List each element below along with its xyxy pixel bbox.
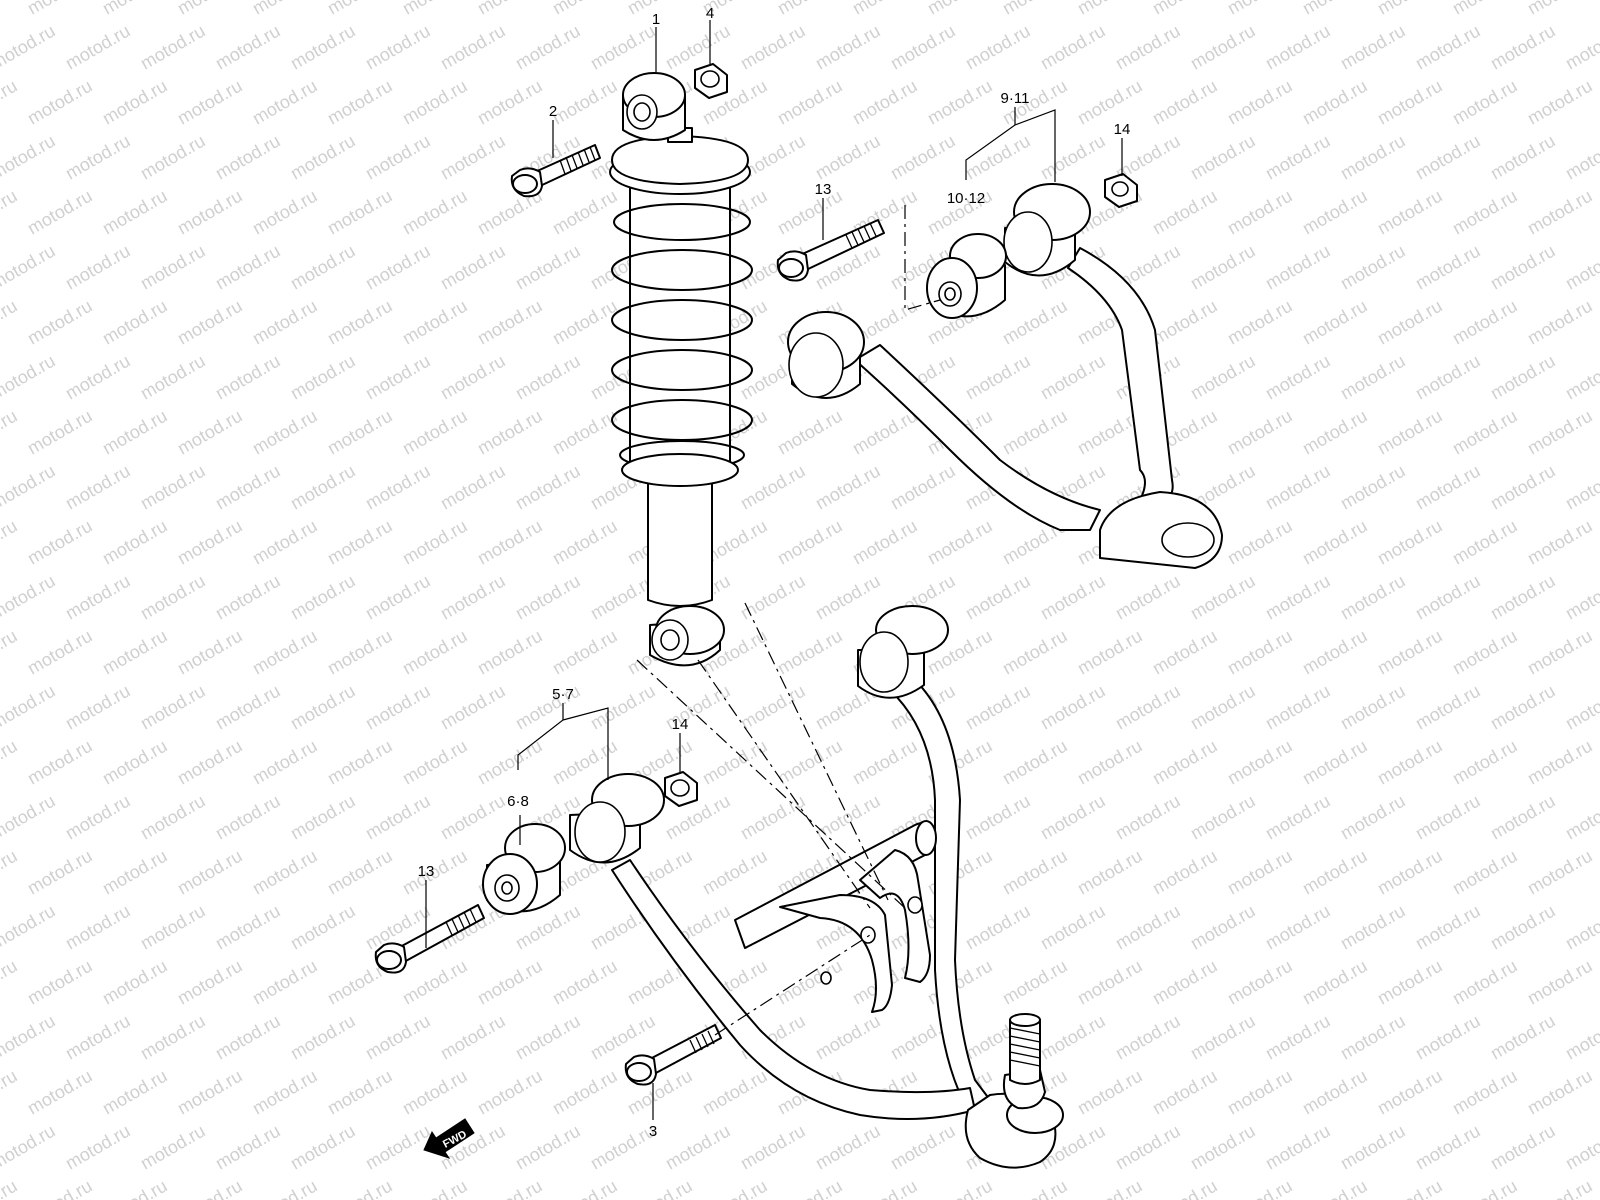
- upper-bushing-10-12[interactable]: [926, 233, 1007, 319]
- callout-labels: 1 4 2 9·11 14 13 10·12 5·7 14 6·8 13 3: [418, 5, 1131, 1140]
- upper-control-arm[interactable]: [787, 183, 1223, 569]
- lower-bushing-6-8[interactable]: [482, 823, 566, 915]
- bolt-13-lower[interactable]: [374, 904, 485, 974]
- upper-front-boss: [787, 311, 865, 399]
- callout-1: 1: [652, 11, 660, 28]
- callout-4: 4: [706, 5, 714, 22]
- callout-6-8: 6·8: [507, 793, 529, 810]
- nut-4[interactable]: [694, 63, 728, 99]
- upper-rear-boss: [1003, 183, 1091, 277]
- ball-joint: [964, 1013, 1064, 1169]
- bolt-3[interactable]: [624, 1024, 722, 1086]
- lower-front-boss: [569, 773, 665, 864]
- leader-lines: [425, 20, 1123, 1120]
- callout-10-12: 10·12: [947, 190, 985, 207]
- bolt-2[interactable]: [510, 144, 601, 198]
- bolt-13-upper[interactable]: [776, 219, 885, 282]
- shock-bottom-eye: [649, 605, 725, 667]
- shock-top-eye: [622, 72, 686, 141]
- nut-14-upper[interactable]: [1104, 173, 1138, 208]
- callout-5-7: 5·7: [552, 686, 574, 703]
- nut-14-lower[interactable]: [664, 771, 698, 807]
- callout-9-11: 9·11: [1001, 90, 1030, 107]
- callout-13-upper: 13: [815, 181, 832, 198]
- callout-14-lower: 14: [672, 716, 689, 733]
- upper-arm-bracket: [1099, 491, 1223, 569]
- fwd-direction-arrow-icon: FWD: [423, 1118, 475, 1159]
- shock-absorber[interactable]: [609, 72, 753, 667]
- lower-rear-boss: [857, 605, 949, 699]
- callout-2: 2: [549, 103, 557, 120]
- callout-3: 3: [649, 1123, 657, 1140]
- callout-13-lower: 13: [418, 863, 435, 880]
- coil-spring: [611, 203, 753, 470]
- callout-14-upper: 14: [1114, 121, 1131, 138]
